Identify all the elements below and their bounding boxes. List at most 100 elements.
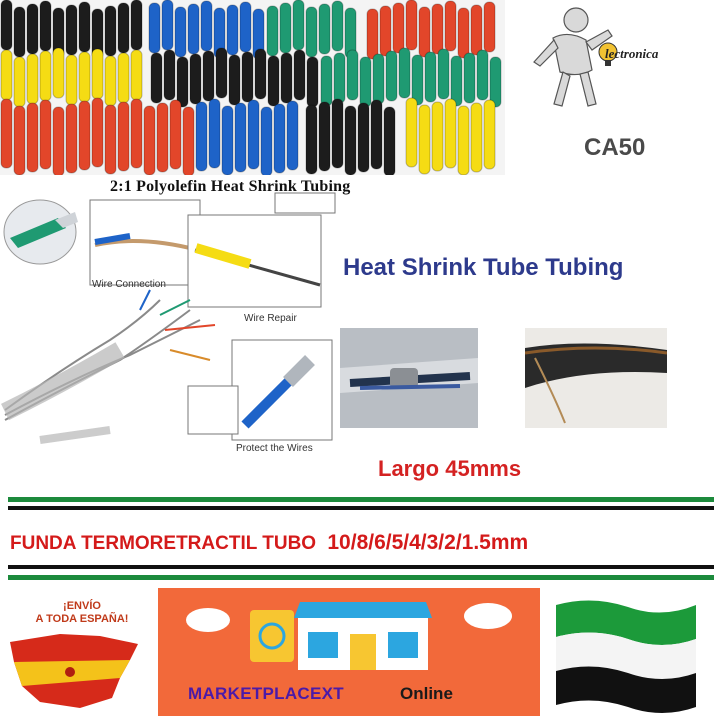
tube-end-detail xyxy=(3,199,78,265)
marketplace-tag: Online xyxy=(400,684,453,703)
headline: Heat Shrink Tube Tubing xyxy=(343,254,624,281)
tube-piece xyxy=(305,104,318,175)
tube-piece xyxy=(370,99,383,170)
marketplace-banner xyxy=(158,588,540,716)
tube-piece xyxy=(444,0,457,52)
tube-piece xyxy=(161,0,174,51)
tube-piece xyxy=(26,53,39,105)
tube-piece xyxy=(470,4,483,56)
tube-piece xyxy=(226,4,239,56)
tube-piece xyxy=(163,49,176,101)
marketplace-name: MARKETPLACEXT xyxy=(188,684,344,703)
tube-piece xyxy=(39,0,52,52)
tube-piece xyxy=(52,47,65,99)
tube-piece xyxy=(457,7,470,59)
tube-piece xyxy=(13,56,26,108)
tube-piece xyxy=(91,48,104,100)
tube-piece xyxy=(117,2,130,54)
shipping-text: ¡ENVÍO A TODA ESPAÑA! xyxy=(12,600,152,626)
black-stripe-bottom xyxy=(8,565,714,569)
product-code: CA50 xyxy=(584,134,646,161)
wire-usage-diagrams xyxy=(1,192,336,444)
tube-piece xyxy=(65,103,78,174)
tube-piece xyxy=(130,49,143,101)
tube-piece xyxy=(241,51,254,103)
tube-piece xyxy=(202,50,215,102)
green-stripe-bottom xyxy=(8,575,714,580)
tube-piece xyxy=(143,105,156,175)
tube-piece xyxy=(78,100,91,171)
tube-piece xyxy=(476,49,489,101)
shop-graphic xyxy=(186,602,512,670)
tube-piece xyxy=(234,102,247,173)
tube-piece xyxy=(150,52,163,104)
tube-piece xyxy=(130,0,143,51)
tube-piece xyxy=(431,3,444,55)
tube-piece xyxy=(200,0,213,52)
logo-text: lectronica xyxy=(605,46,659,61)
tube-piece xyxy=(117,101,130,172)
extremadura-flag xyxy=(556,600,696,713)
tube-piece xyxy=(457,105,470,175)
tube-piece xyxy=(208,98,221,169)
robot-logo xyxy=(533,7,618,107)
tube-piece xyxy=(117,52,130,104)
shipping-line-1: ¡ENVÍO xyxy=(63,600,101,612)
hero-caption: 2:1 Polyolefin Heat Shrink Tubing xyxy=(110,178,351,195)
tube-piece xyxy=(239,1,252,53)
wire-connection-label: Wire Connection xyxy=(92,279,166,290)
tube-piece xyxy=(483,99,496,170)
tube-piece xyxy=(91,97,104,168)
tube-piece xyxy=(104,55,117,107)
tubing-wrap-photo xyxy=(525,328,667,428)
tube-piece xyxy=(344,105,357,175)
tube-piece xyxy=(405,97,418,168)
tube-piece xyxy=(52,106,65,175)
tube-piece xyxy=(280,52,293,104)
tube-piece xyxy=(130,98,143,169)
tube-piece xyxy=(174,6,187,58)
tube-piece xyxy=(366,8,379,60)
tube-piece xyxy=(405,0,418,51)
tube-piece xyxy=(450,55,463,107)
tube-piece xyxy=(65,4,78,56)
tube-piece xyxy=(260,106,273,175)
tube-piece xyxy=(39,99,52,170)
tube-piece xyxy=(431,101,444,172)
shipping-line-2: A TODA ESPAÑA! xyxy=(35,613,129,625)
tube-piece xyxy=(13,105,26,175)
green-stripe-top xyxy=(8,497,714,502)
tube-piece xyxy=(318,101,331,172)
tube-piece xyxy=(26,102,39,173)
tube-piece xyxy=(169,99,182,170)
tube-piece xyxy=(331,98,344,169)
tube-piece xyxy=(359,56,372,108)
tube-piece xyxy=(483,1,496,53)
tube-piece xyxy=(318,3,331,55)
tube-piece xyxy=(385,50,398,102)
tube-piece xyxy=(418,6,431,58)
tube-piece xyxy=(372,53,385,105)
tube-piece xyxy=(346,49,359,101)
wire-repair-label: Wire Repair xyxy=(244,313,297,324)
tube-piece xyxy=(357,102,370,173)
tube-piece xyxy=(39,50,52,102)
tube-piece xyxy=(333,52,346,104)
tube-piece xyxy=(254,48,267,100)
tube-piece xyxy=(292,0,305,51)
tube-piece xyxy=(0,49,13,101)
tube-piece xyxy=(411,54,424,106)
spain-map-graphic xyxy=(10,634,138,708)
title-sizes: 10/8/6/5/4/3/2/1.5mm xyxy=(327,531,529,554)
tube-piece xyxy=(182,106,195,175)
tube-piece xyxy=(286,100,299,171)
tube-piece xyxy=(379,5,392,57)
tube-piece xyxy=(247,99,260,170)
tube-piece xyxy=(320,55,333,107)
tube-piece xyxy=(195,101,208,172)
tube-piece xyxy=(293,49,306,101)
tube-piece xyxy=(305,6,318,58)
tube-piece xyxy=(156,102,169,173)
tube-piece xyxy=(221,105,234,175)
tube-piece xyxy=(189,53,202,105)
